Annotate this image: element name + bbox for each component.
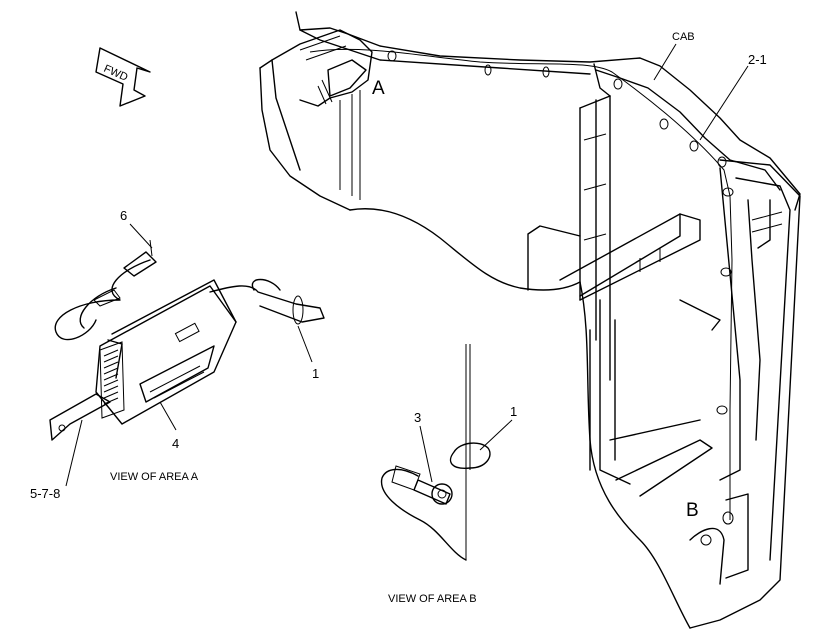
label-area-a: A [372,78,385,99]
view-area-b-detail [380,344,491,561]
label-cab: CAB [672,31,695,43]
caption-view-area-b: VIEW OF AREA B [388,593,477,605]
leader-lines [65,43,749,487]
cab-frame [259,11,801,629]
fwd-arrow: FWD [95,47,151,107]
view-area-a-detail [49,239,325,441]
label-1-area-a: 1 [312,366,319,381]
label-1-area-b: 1 [510,404,517,419]
label-5-7-8: 5-7-8 [30,486,60,501]
label-2-1: 2-1 [748,52,767,67]
label-6: 6 [120,208,127,223]
label-4: 4 [172,436,179,451]
clip-set [387,50,734,525]
label-area-b: B [686,500,699,521]
hatch-panel [99,341,125,419]
caption-view-area-a: VIEW OF AREA A [110,471,199,483]
label-3: 3 [414,410,421,425]
